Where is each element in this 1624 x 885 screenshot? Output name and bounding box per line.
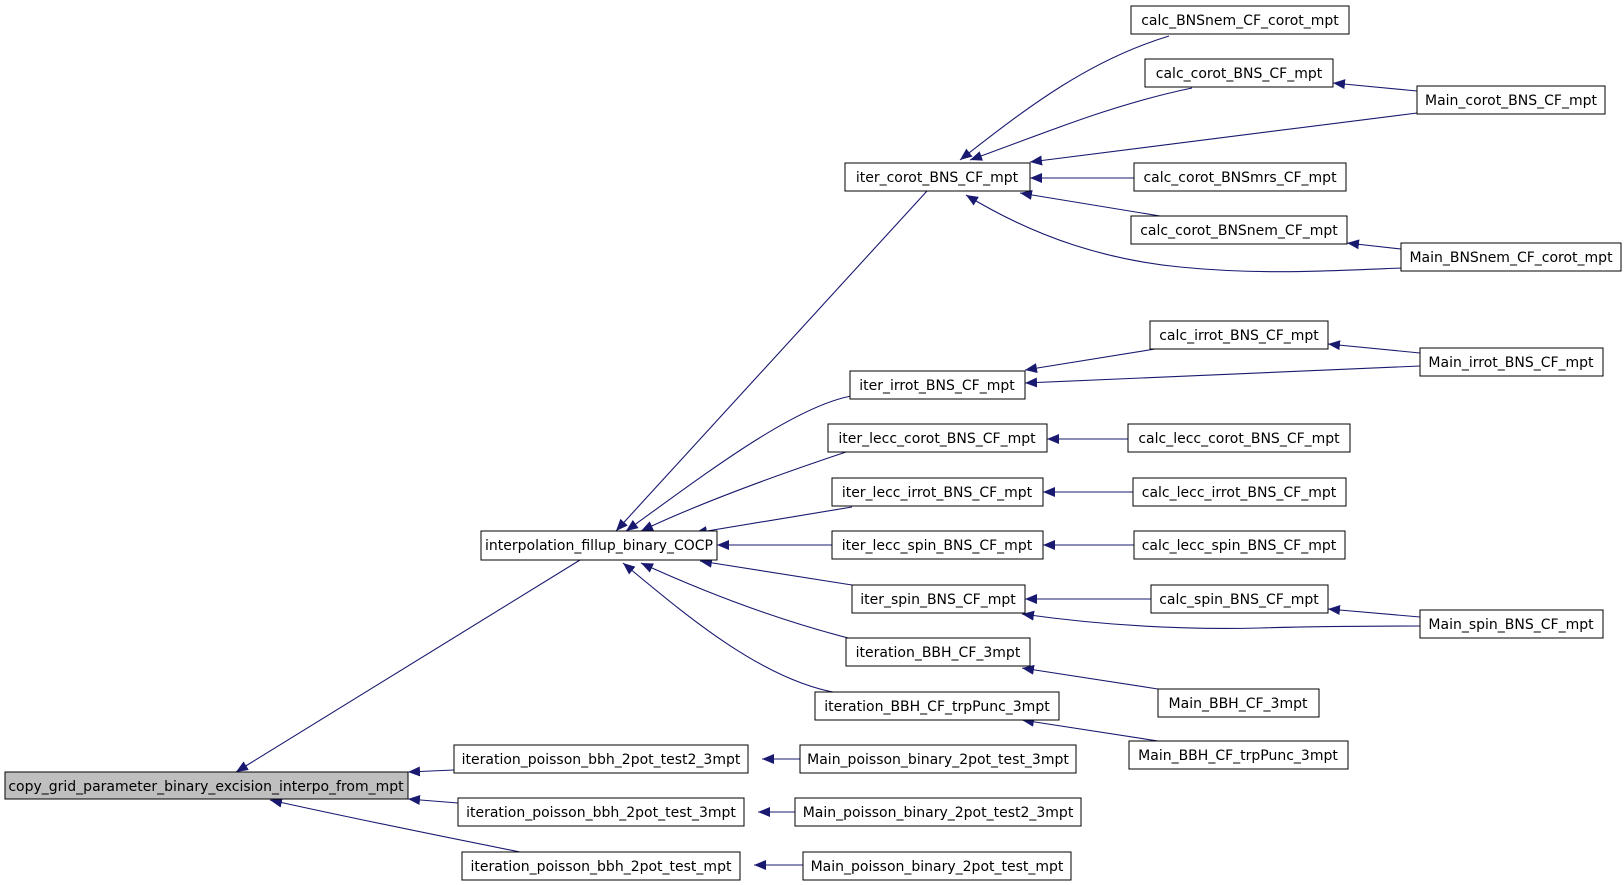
edge-ii-interp [625, 395, 852, 532]
node-label: calc_corot_BNS_CF_mpt [1156, 66, 1323, 82]
node-main-poisson-test-mpt[interactable]: Main_poisson_binary_2pot_test_mpt [802, 851, 1072, 881]
node-label: iter_spin_BNS_CF_mpt [860, 592, 1016, 608]
edge-ms-cs [1327, 605, 1421, 618]
node-label: Main_poisson_binary_2pot_test2_3mpt [803, 805, 1074, 821]
node-label: Main_poisson_binary_2pot_test_3mpt [807, 752, 1069, 768]
node-label: calc_irrot_BNS_CF_mpt [1159, 328, 1319, 344]
edge-mbt-ibt [1021, 716, 1159, 742]
edge-ip0-root [269, 797, 521, 853]
edge-mi-ii [1024, 365, 1421, 388]
node-label: iter_lecc_spin_BNS_CF_mpt [842, 538, 1033, 554]
node-calc-bnsnem-corot[interactable]: calc_BNSnem_CF_corot_mpt [1130, 5, 1350, 35]
edge-ci-ii [1024, 348, 1156, 374]
node-iteration-poisson-test2[interactable]: iteration_poisson_bbh_2pot_test2_3mpt [453, 744, 749, 774]
edges [235, 35, 1421, 870]
edge-cnem-ic [1019, 190, 1161, 217]
node-iter-lecc-irrot[interactable]: iter_lecc_irrot_BNS_CF_mpt [831, 477, 1044, 507]
node-main-bnsnem-corot[interactable]: Main_BNSnem_CF_corot_mpt [1400, 242, 1622, 272]
edge-ib-interp [640, 562, 853, 640]
node-calc-corot-bnsmrs[interactable]: calc_corot_BNSmrs_CF_mpt [1133, 162, 1347, 192]
edge-mi-ci [1327, 340, 1421, 354]
node-main-poisson-test2-3mpt[interactable]: Main_poisson_binary_2pot_test2_3mpt [794, 797, 1082, 827]
node-calc-lecc-spin[interactable]: calc_lecc_spin_BNS_CF_mpt [1133, 530, 1346, 560]
node-label: iteration_poisson_bbh_2pot_test_mpt [471, 859, 732, 875]
edge-ilc-interp [640, 450, 850, 532]
node-iter-lecc-corot[interactable]: iter_lecc_corot_BNS_CF_mpt [827, 423, 1048, 453]
node-main-poisson-test-3mpt[interactable]: Main_poisson_binary_2pot_test_3mpt [799, 744, 1077, 774]
node-iter-irrot[interactable]: iter_irrot_BNS_CF_mpt [849, 370, 1026, 400]
edge-cc-ic [969, 87, 1193, 161]
edge-mnc-cnem [1346, 239, 1402, 250]
node-label: calc_lecc_spin_BNS_CF_mpt [1142, 538, 1337, 554]
edge-ic-interp [615, 190, 928, 532]
node-label: Main_irrot_BNS_CF_mpt [1428, 355, 1594, 371]
node-label: Main_corot_BNS_CF_mpt [1425, 93, 1598, 109]
node-label: Main_BBH_CF_trpPunc_3mpt [1138, 748, 1338, 764]
node-label: Main_BNSnem_CF_corot_mpt [1409, 250, 1613, 266]
node-calc-irrot[interactable]: calc_irrot_BNS_CF_mpt [1149, 320, 1329, 350]
node-label: calc_corot_BNSmrs_CF_mpt [1143, 170, 1337, 186]
edge-interp-root [235, 559, 581, 773]
nodes: copy_grid_parameter_binary_excision_inte… [4, 5, 1622, 881]
node-label: calc_spin_BNS_CF_mpt [1159, 592, 1319, 608]
node-label: iteration_poisson_bbh_2pot_test2_3mpt [462, 752, 741, 768]
node-interpolation-fillup[interactable]: interpolation_fillup_binary_COCP [480, 530, 718, 561]
node-calc-lecc-corot[interactable]: calc_lecc_corot_BNS_CF_mpt [1127, 423, 1351, 453]
node-label: iter_corot_BNS_CF_mpt [856, 170, 1019, 186]
edge-mc-cc [1332, 79, 1418, 92]
node-main-corot[interactable]: Main_corot_BNS_CF_mpt [1416, 85, 1606, 115]
node-calc-lecc-irrot[interactable]: calc_lecc_irrot_BNS_CF_mpt [1132, 477, 1347, 507]
node-label: Main_BBH_CF_3mpt [1169, 696, 1308, 712]
node-label: iter_irrot_BNS_CF_mpt [859, 378, 1015, 394]
edge-mnc-ic [965, 194, 1402, 273]
node-iteration-bbh[interactable]: iteration_BBH_CF_3mpt [845, 637, 1031, 667]
edge-ibt-interp [622, 562, 839, 694]
node-main-irrot[interactable]: Main_irrot_BNS_CF_mpt [1419, 347, 1604, 377]
node-iter-spin[interactable]: iter_spin_BNS_CF_mpt [851, 584, 1026, 614]
node-label: iteration_poisson_bbh_2pot_test_3mpt [466, 805, 736, 821]
node-label: iter_lecc_corot_BNS_CF_mpt [838, 431, 1036, 447]
edge-cnc-ic [959, 35, 1170, 161]
node-label: iter_lecc_irrot_BNS_CF_mpt [842, 485, 1033, 501]
node-label: calc_BNSnem_CF_corot_mpt [1141, 13, 1339, 29]
node-main-bbh[interactable]: Main_BBH_CF_3mpt [1157, 688, 1320, 718]
edge-ms-is [1021, 610, 1421, 629]
edge-ip1-root [407, 794, 459, 805]
node-iteration-poisson-test-3mpt[interactable]: iteration_poisson_bbh_2pot_test_3mpt [457, 797, 745, 827]
edge-ip2-root [407, 766, 455, 777]
node-main-spin[interactable]: Main_spin_BNS_CF_mpt [1419, 609, 1604, 639]
node-label: calc_lecc_irrot_BNS_CF_mpt [1142, 485, 1337, 501]
node-iteration-poisson-test-mpt[interactable]: iteration_poisson_bbh_2pot_test_mpt [461, 851, 741, 881]
node-calc-spin[interactable]: calc_spin_BNS_CF_mpt [1150, 584, 1329, 614]
node-label: iteration_BBH_CF_3mpt [856, 645, 1021, 661]
node-calc-corot[interactable]: calc_corot_BNS_CF_mpt [1144, 58, 1334, 88]
node-root[interactable]: copy_grid_parameter_binary_excision_inte… [4, 771, 409, 800]
node-label: iteration_BBH_CF_trpPunc_3mpt [824, 699, 1050, 715]
node-label: calc_lecc_corot_BNS_CF_mpt [1138, 431, 1340, 447]
node-label: calc_corot_BNSnem_CF_mpt [1140, 223, 1338, 239]
edge-mc-ic [1029, 112, 1418, 166]
node-iteration-bbh-trppunc[interactable]: iteration_BBH_CF_trpPunc_3mpt [814, 691, 1060, 721]
node-label: Main_spin_BNS_CF_mpt [1428, 617, 1594, 633]
node-iter-lecc-spin[interactable]: iter_lecc_spin_BNS_CF_mpt [831, 530, 1044, 560]
node-calc-corot-bnsnem[interactable]: calc_corot_BNSnem_CF_mpt [1130, 215, 1348, 245]
node-iter-corot[interactable]: iter_corot_BNS_CF_mpt [844, 162, 1031, 192]
edge-mb-ib [1021, 664, 1159, 690]
edge-is-interp [699, 557, 853, 586]
node-label: interpolation_fillup_binary_COCP [485, 538, 713, 554]
edge-ili-interp [694, 506, 853, 536]
node-main-bbh-trppunc[interactable]: Main_BBH_CF_trpPunc_3mpt [1128, 740, 1349, 770]
node-label: Main_poisson_binary_2pot_test_mpt [811, 859, 1064, 875]
node-label: copy_grid_parameter_binary_excision_inte… [8, 779, 404, 795]
